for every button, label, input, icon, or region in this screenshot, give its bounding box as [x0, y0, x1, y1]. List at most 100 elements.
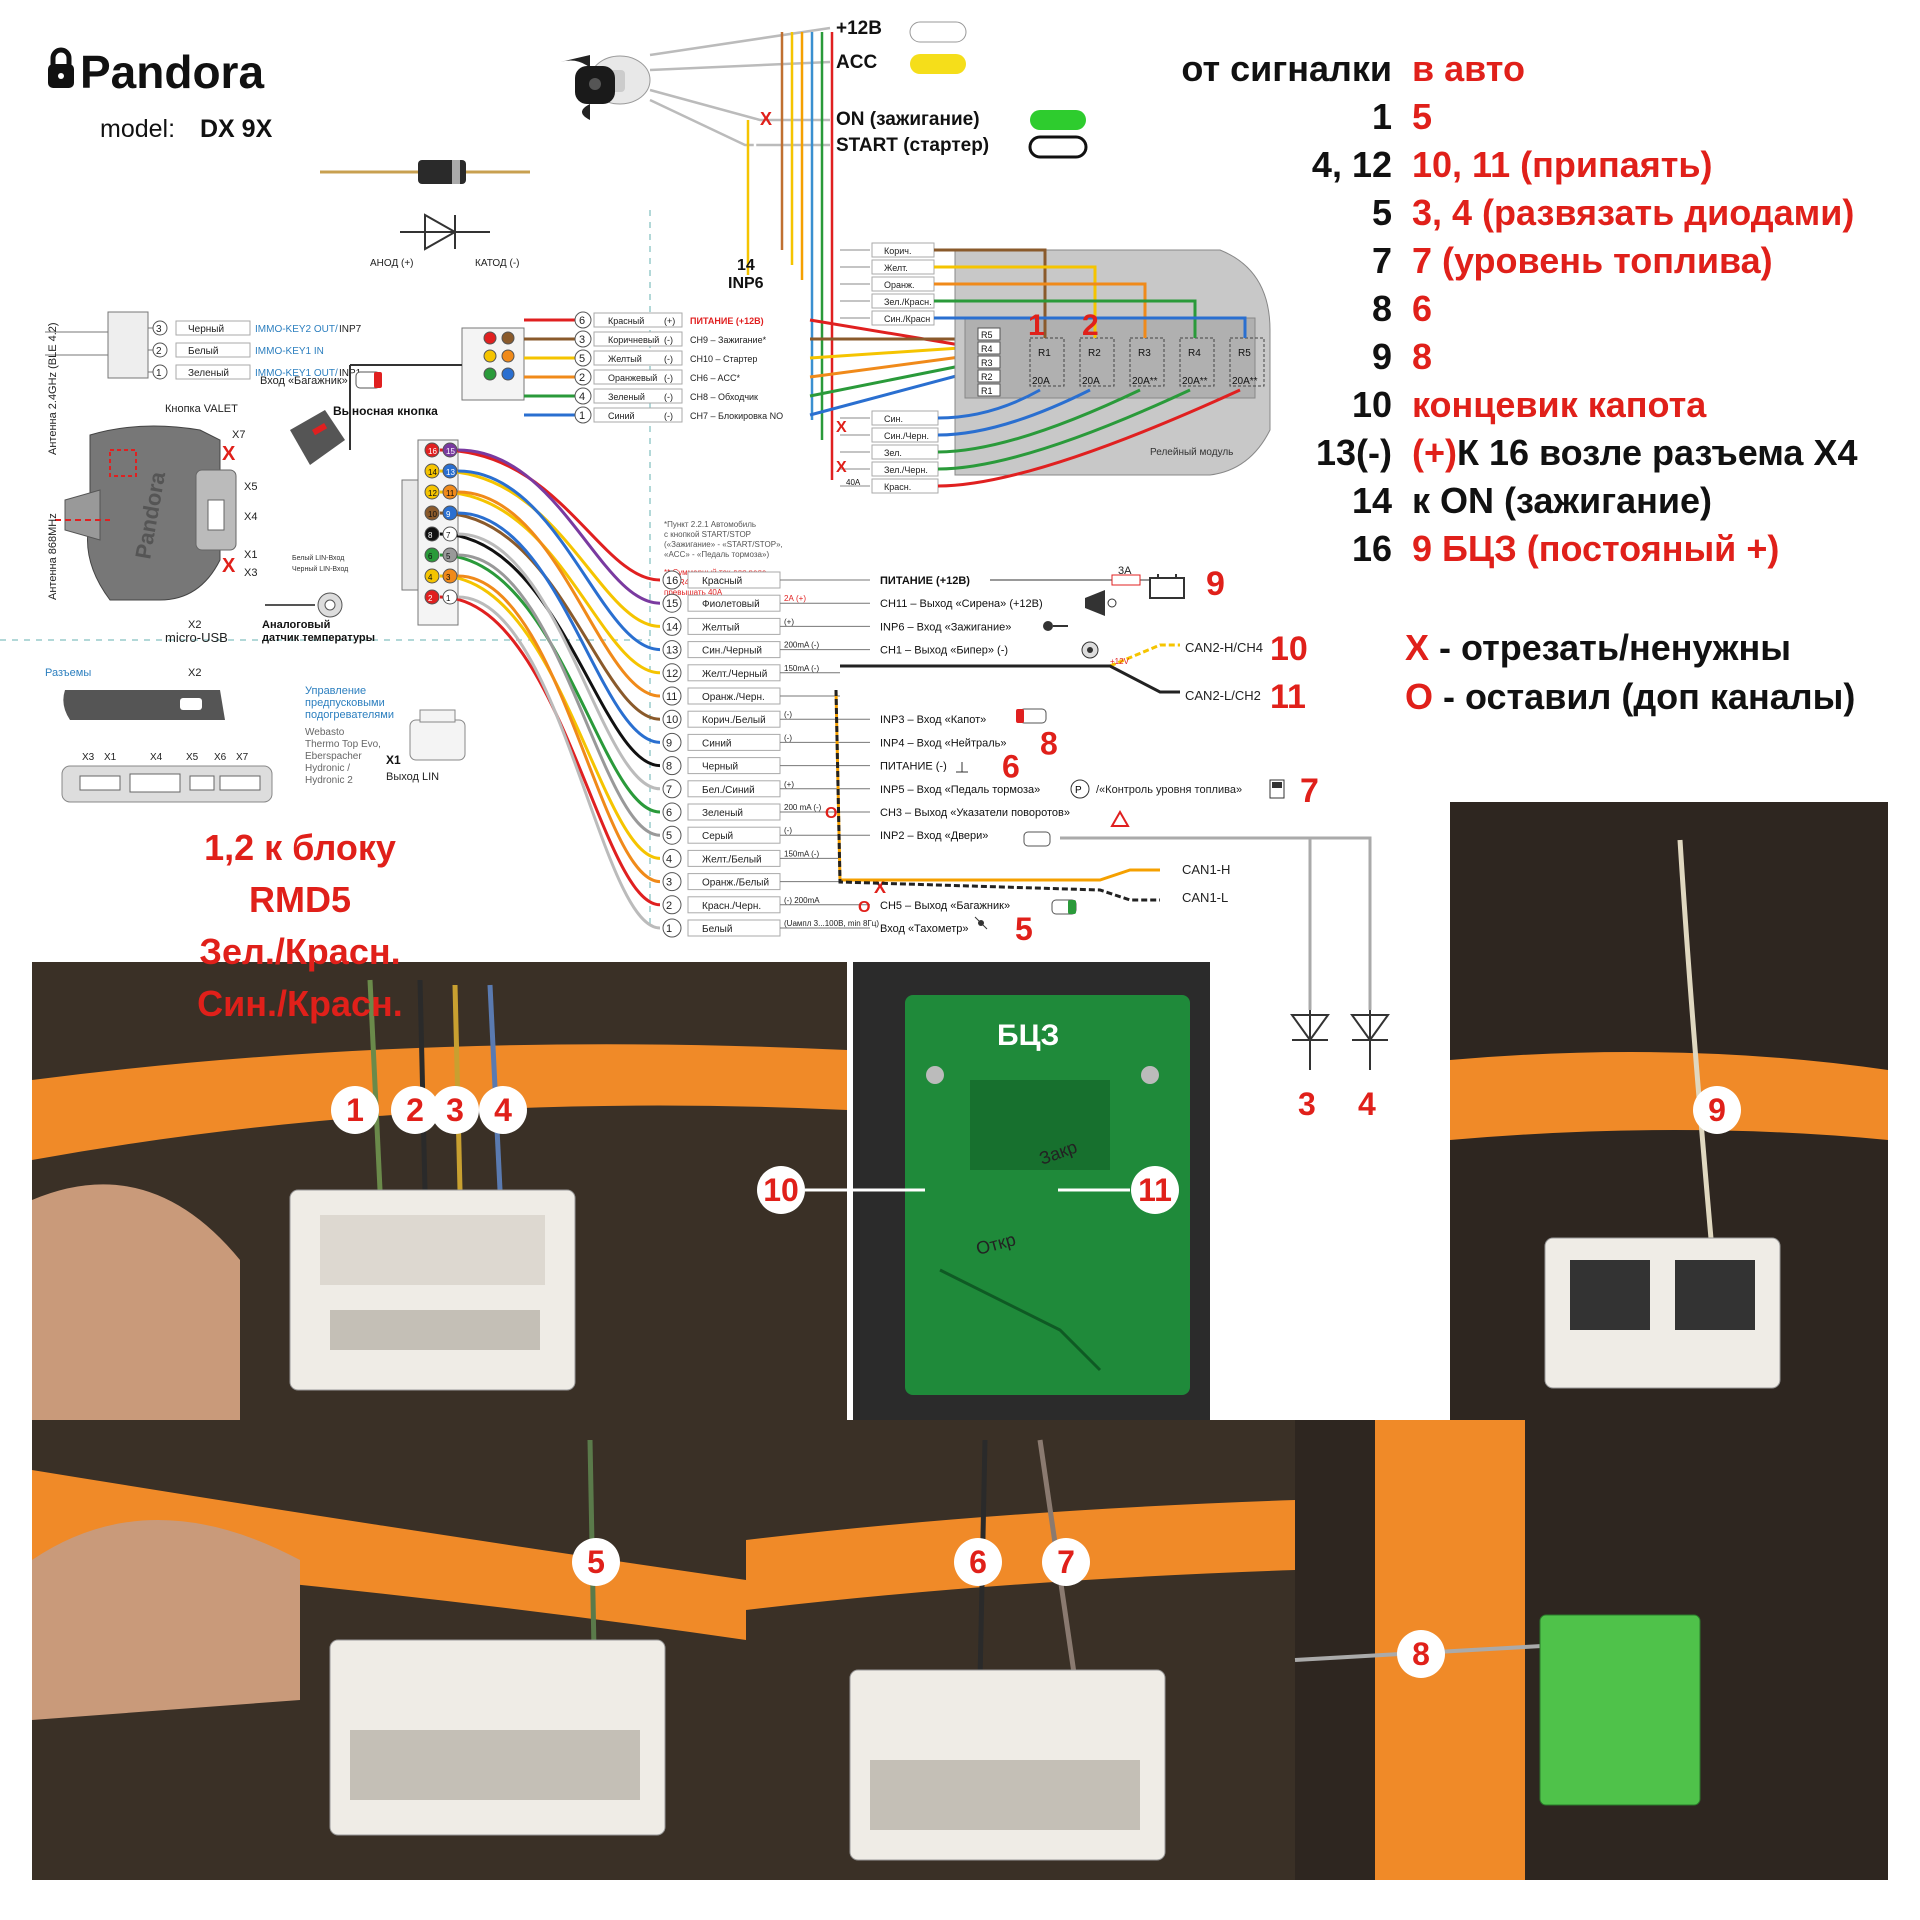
conn16-mini-pin — [442, 505, 458, 521]
conn6-sign: (-) — [664, 392, 673, 402]
conn6-wire-box — [593, 407, 683, 423]
relay-box — [1079, 337, 1115, 387]
conn6-to-relay-wire — [809, 373, 961, 417]
mapping-to: к ON (зажигание) — [1412, 480, 1713, 521]
relay-pin-block — [977, 341, 1001, 355]
conn16-mini-pin-number: 13 — [446, 468, 455, 477]
conn16-wire-color: Желт./Черный — [702, 669, 767, 680]
immo-function-label: IMMO-KEY2 OUT/ — [255, 324, 338, 335]
conn16-mini-pin-number: 8 — [428, 531, 433, 540]
fuel-control-label: /«Контроль уровня топлива» — [1096, 784, 1242, 796]
immo-pin-circle — [152, 320, 168, 336]
conn6-function-label: CH6 – ACC* — [690, 373, 741, 383]
conn16-wire-color: Желтый — [702, 622, 740, 633]
x4-label: X4 — [244, 511, 257, 523]
conn16-pin-circle — [662, 686, 682, 706]
immo-wire-box — [175, 342, 251, 358]
note-start-stop-line3: («Зажигание» - «START/STOP», — [664, 540, 783, 549]
conn6-mini-pin — [501, 367, 515, 381]
conn16-current: (-) — [784, 710, 792, 719]
conn16-mini-pin-number: 14 — [428, 468, 437, 477]
x1-cut-mark: X — [222, 555, 236, 577]
mapping-from: 1 — [1371, 96, 1392, 137]
conn6-wire-box — [593, 350, 683, 366]
connector-label: X4 — [150, 752, 163, 763]
conn16-pin-circle — [662, 616, 682, 636]
conn16-pin-number: 2 — [666, 900, 672, 912]
conn16-function-label: ПИТАНИЕ (-) — [880, 761, 947, 773]
conn6-pin-number: 4 — [579, 391, 585, 403]
relay-name: R3 — [1138, 348, 1151, 359]
conn16-function-label: CH5 – Выход «Багажник» — [880, 900, 1010, 912]
mapping-from: 4, 12 — [1311, 144, 1392, 185]
relay-output-label: Син. — [884, 414, 903, 424]
relay-box — [1129, 337, 1165, 387]
relay-output-label: Зел. — [884, 448, 902, 458]
conn16-wire-color: Черный — [702, 762, 738, 773]
conn16-current: 200 mA (-) — [784, 803, 822, 812]
conn16-pin-number: 10 — [666, 714, 678, 726]
hood-switch-icon — [1016, 708, 1047, 724]
conn16-function-label: INP2 – Вход «Двери» — [880, 830, 988, 842]
swatch-white — [909, 21, 967, 43]
conn16-pin-circle — [662, 918, 682, 938]
key-icon — [1043, 621, 1068, 631]
photo1-badge-text: 1 — [346, 1092, 364, 1128]
conn16-pin-number: 15 — [666, 598, 678, 610]
conn16-pin-number: 12 — [666, 668, 678, 680]
relay-input-wire — [934, 248, 1047, 338]
conn6-sign: (-) — [664, 373, 673, 383]
conn16-mini-pin-number: 11 — [446, 489, 455, 498]
conn16-pin-circle — [662, 570, 682, 590]
relay-output-label: Син./Черн. — [884, 431, 929, 441]
conn16-pin-number: 7 — [666, 784, 672, 796]
relay-pin-block — [977, 327, 1001, 341]
relay-number-1: 1 — [1028, 309, 1045, 342]
relay-box — [1229, 337, 1265, 387]
conn16-wire — [439, 511, 661, 721]
immo-wire-color: Зеленый — [188, 368, 229, 379]
conn6-pin-circle — [574, 368, 592, 386]
relay-output-label: Зел./Черн. — [884, 465, 928, 475]
conn6-function-label: CH8 – Обходчик — [690, 392, 758, 402]
ignition-key-icon — [560, 55, 651, 120]
conn6-pin-circle — [574, 406, 592, 424]
conn16-wire-color: Син./Черный — [702, 646, 762, 657]
conn6-pin-number: 6 — [579, 315, 585, 327]
conn6-wire-color: Синий — [608, 411, 635, 421]
conn16-current: (+) — [784, 617, 794, 626]
diode-4-label: 4 — [1358, 1086, 1376, 1122]
conn6-function-label: CH7 – Блокировка NO — [690, 411, 783, 421]
relay-box — [1029, 337, 1065, 387]
swatch-yellow — [910, 54, 966, 74]
trunk-output-icon — [1051, 899, 1077, 915]
rmd-note-line3: Син./Красн. — [197, 983, 403, 1024]
conn16-current: (-) 200mA — [784, 896, 820, 905]
photo4-badge — [572, 1538, 620, 1586]
antenna24-label: Антенна 2.4GHz (BLE 4.2) — [47, 322, 59, 455]
conn6-pin-circle — [574, 311, 592, 329]
conn16-pin-circle — [662, 848, 682, 868]
heater-x1-label: X1 — [386, 753, 401, 767]
conn16-wire-color: Фиолетовый — [702, 599, 760, 610]
conn16-wire — [439, 532, 661, 768]
conn16-mini-pin — [424, 526, 440, 542]
lock-icon — [48, 47, 74, 88]
diode-symbol: АНОД (+) КАТОД (-) — [370, 213, 519, 269]
can2l-number: 11 — [1270, 678, 1306, 716]
conn16-pin-circle — [662, 732, 682, 752]
label-acc: ACC — [836, 52, 877, 73]
photo3-badge-text: 9 — [1708, 1092, 1726, 1128]
conn16-current: (-) — [784, 826, 792, 835]
mapping-to: 8 — [1412, 336, 1433, 377]
lin-connector-icon — [409, 709, 466, 761]
conn16-mini-pin — [424, 547, 440, 563]
connector-label: X5 — [186, 752, 199, 763]
conn16-mini-pin — [442, 484, 458, 500]
photo-connector-1-4 — [32, 962, 847, 1420]
photo1-badge-text: 4 — [494, 1092, 512, 1128]
mapping-to: 10, 11 (припаять) — [1412, 144, 1713, 185]
valet-label: Кнопка VALET — [165, 403, 238, 415]
conn16-wire — [457, 595, 661, 930]
micro-usb-label: micro-USB — [165, 630, 228, 645]
